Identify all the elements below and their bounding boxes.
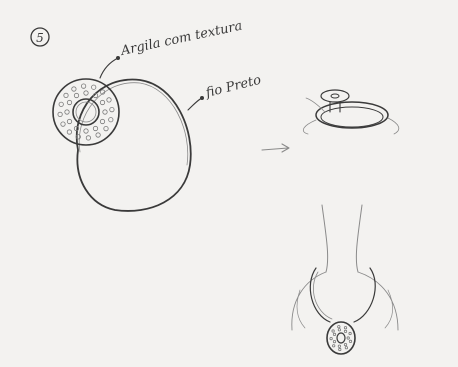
- texture-dot: [86, 136, 90, 140]
- texture-dot: [100, 100, 104, 104]
- texture-dot: [344, 327, 346, 329]
- texture-dot: [349, 332, 351, 334]
- texture-dot: [104, 126, 108, 130]
- clay-annotation: Argila com textura: [100, 19, 244, 78]
- texture-dot: [339, 348, 341, 350]
- texture-dot: [65, 110, 69, 114]
- texture-dot: [110, 107, 114, 111]
- texture-dot: [92, 85, 96, 89]
- texture-dot: [67, 100, 71, 104]
- texture-dot: [84, 91, 88, 95]
- texture-dot: [109, 118, 113, 122]
- transition-arrow: [262, 144, 289, 152]
- texture-dot: [338, 326, 340, 328]
- page-number-badge: 5: [31, 28, 49, 46]
- texture-dot: [332, 330, 334, 332]
- clay-disc: [53, 79, 119, 145]
- texture-dot: [333, 333, 335, 335]
- texture-dot: [61, 122, 65, 126]
- cord-loop-drawing: [77, 80, 191, 211]
- texture-dot: [103, 110, 107, 114]
- texture-dot: [96, 133, 100, 137]
- texture-dot: [67, 119, 71, 123]
- texture-dot: [72, 87, 76, 91]
- texture-dot: [74, 93, 78, 97]
- side-view-sketch: [303, 90, 398, 134]
- cord-label: fio Preto: [203, 73, 262, 101]
- texture-dot: [345, 347, 347, 349]
- texture-dot: [344, 330, 346, 332]
- texture-dot: [84, 129, 88, 133]
- texture-dot: [93, 126, 97, 130]
- cord-annotation: fio Preto: [188, 73, 263, 110]
- texture-dot: [64, 93, 68, 97]
- clay-texture-dots: [58, 84, 114, 140]
- texture-dot: [338, 329, 340, 331]
- page-number: 5: [36, 31, 44, 45]
- worn-necklace-sketch: [292, 205, 398, 354]
- texture-dot: [81, 84, 85, 88]
- texture-dot: [333, 345, 335, 347]
- texture-dot: [58, 112, 62, 116]
- texture-dot: [344, 343, 346, 345]
- texture-dot: [107, 98, 111, 102]
- texture-dot: [333, 340, 335, 342]
- texture-dot: [59, 102, 63, 106]
- texture-dot: [330, 337, 332, 339]
- texture-dot: [347, 337, 349, 339]
- clay-label: Argila com textura: [119, 19, 244, 60]
- texture-dot: [338, 345, 340, 347]
- texture-dot: [349, 340, 351, 342]
- texture-dot: [100, 119, 104, 123]
- pendant-texture-dots: [330, 326, 352, 351]
- texture-dot: [67, 130, 71, 134]
